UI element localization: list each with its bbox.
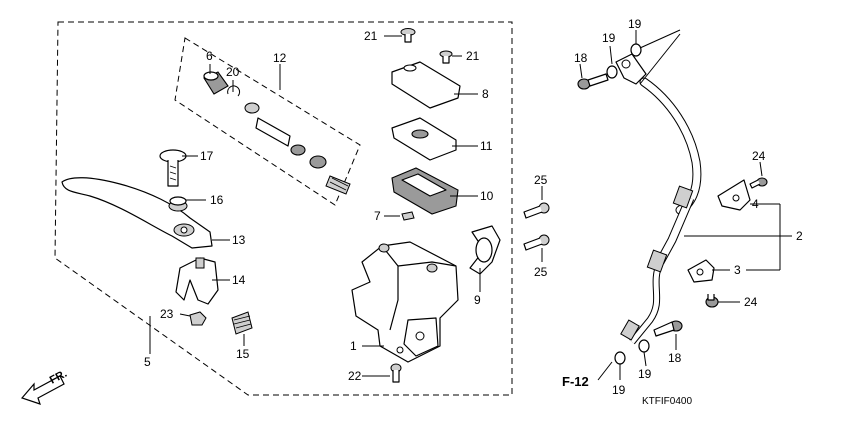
callout-9: 9: [474, 293, 481, 307]
banjo-fitting-upper: [615, 53, 647, 85]
piston-kit-boundary: [174, 37, 361, 206]
bolt-24-upper: [749, 177, 768, 189]
screw-21-top: [400, 28, 416, 43]
piston-boot: [203, 71, 229, 95]
master-cylinder-body: [351, 241, 459, 363]
callout-21: 21: [364, 29, 378, 43]
callout-7: 7: [374, 209, 381, 223]
lever-spring: [168, 196, 188, 212]
callout-25: 25: [534, 173, 548, 187]
nut-23: [189, 311, 207, 326]
callout-8: 8: [482, 87, 489, 101]
callout-19: 19: [612, 383, 626, 397]
front-arrow: FR.: [20, 368, 69, 405]
pivot-bolt: [159, 149, 187, 187]
callout-19: 19: [638, 367, 652, 381]
circlip: [227, 85, 241, 97]
holder-clamp: [469, 225, 501, 275]
hose-clamp-4: [717, 179, 751, 211]
callout-10: 10: [480, 189, 494, 203]
screw-21-side: [439, 50, 453, 64]
callout-24: 24: [744, 295, 758, 309]
callout-1: 1: [350, 339, 357, 353]
bolt-24-lower: [705, 294, 719, 308]
diagram-code: KTFIF0400: [642, 396, 692, 407]
sealing-washer-lower-b: [638, 339, 650, 353]
sealing-washer-lower-a: [614, 351, 626, 365]
diaphragm-plate: [391, 117, 457, 161]
callout-24: 24: [752, 149, 766, 163]
callout-14: 14: [232, 273, 246, 287]
callout-16: 16: [210, 193, 224, 207]
callout-17: 17: [200, 149, 214, 163]
banjo-bolt-upper: [577, 73, 609, 90]
screw-7: [401, 211, 415, 221]
callout-3: 3: [734, 263, 741, 277]
return-spring: [231, 311, 253, 335]
callout-15: 15: [236, 347, 250, 361]
reservoir-cap: [391, 61, 461, 109]
bolt-25-lower: [523, 234, 550, 251]
reference-label: F-12: [562, 374, 589, 389]
front-label: FR.: [48, 368, 69, 387]
brake-lever: [61, 177, 213, 249]
hose-clamp-3: [687, 259, 715, 283]
callout-21: 21: [466, 49, 480, 63]
diaphragm: [391, 167, 459, 215]
callout-2: 2: [796, 229, 803, 243]
callout-12: 12: [273, 51, 287, 65]
callout-23: 23: [160, 307, 174, 321]
callout-22: 22: [348, 369, 362, 383]
switch-bracket: [175, 257, 219, 305]
callout-19: 19: [628, 17, 642, 31]
callout-19: 19: [602, 31, 616, 45]
callout-13: 13: [232, 233, 246, 247]
sealing-washer-upper-a: [606, 65, 618, 79]
callout-lines: [149, 29, 792, 381]
callout-numbers: 21 21 8 11 10 7 6 20 12 17 16 13 14 23 1…: [144, 17, 803, 397]
callout-5: 5: [144, 355, 151, 369]
bolt-22: [390, 363, 402, 383]
callout-20: 20: [226, 65, 240, 79]
callout-25: 25: [534, 265, 548, 279]
callout-11: 11: [480, 139, 493, 153]
banjo-bolt-lower: [653, 320, 683, 337]
callout-18: 18: [574, 51, 588, 65]
brake-hose: [620, 77, 702, 345]
callout-18: 18: [668, 351, 682, 365]
piston-set: [244, 102, 351, 195]
callout-6: 6: [206, 49, 213, 63]
bolt-25-upper: [523, 202, 550, 219]
callout-4: 4: [752, 197, 759, 211]
